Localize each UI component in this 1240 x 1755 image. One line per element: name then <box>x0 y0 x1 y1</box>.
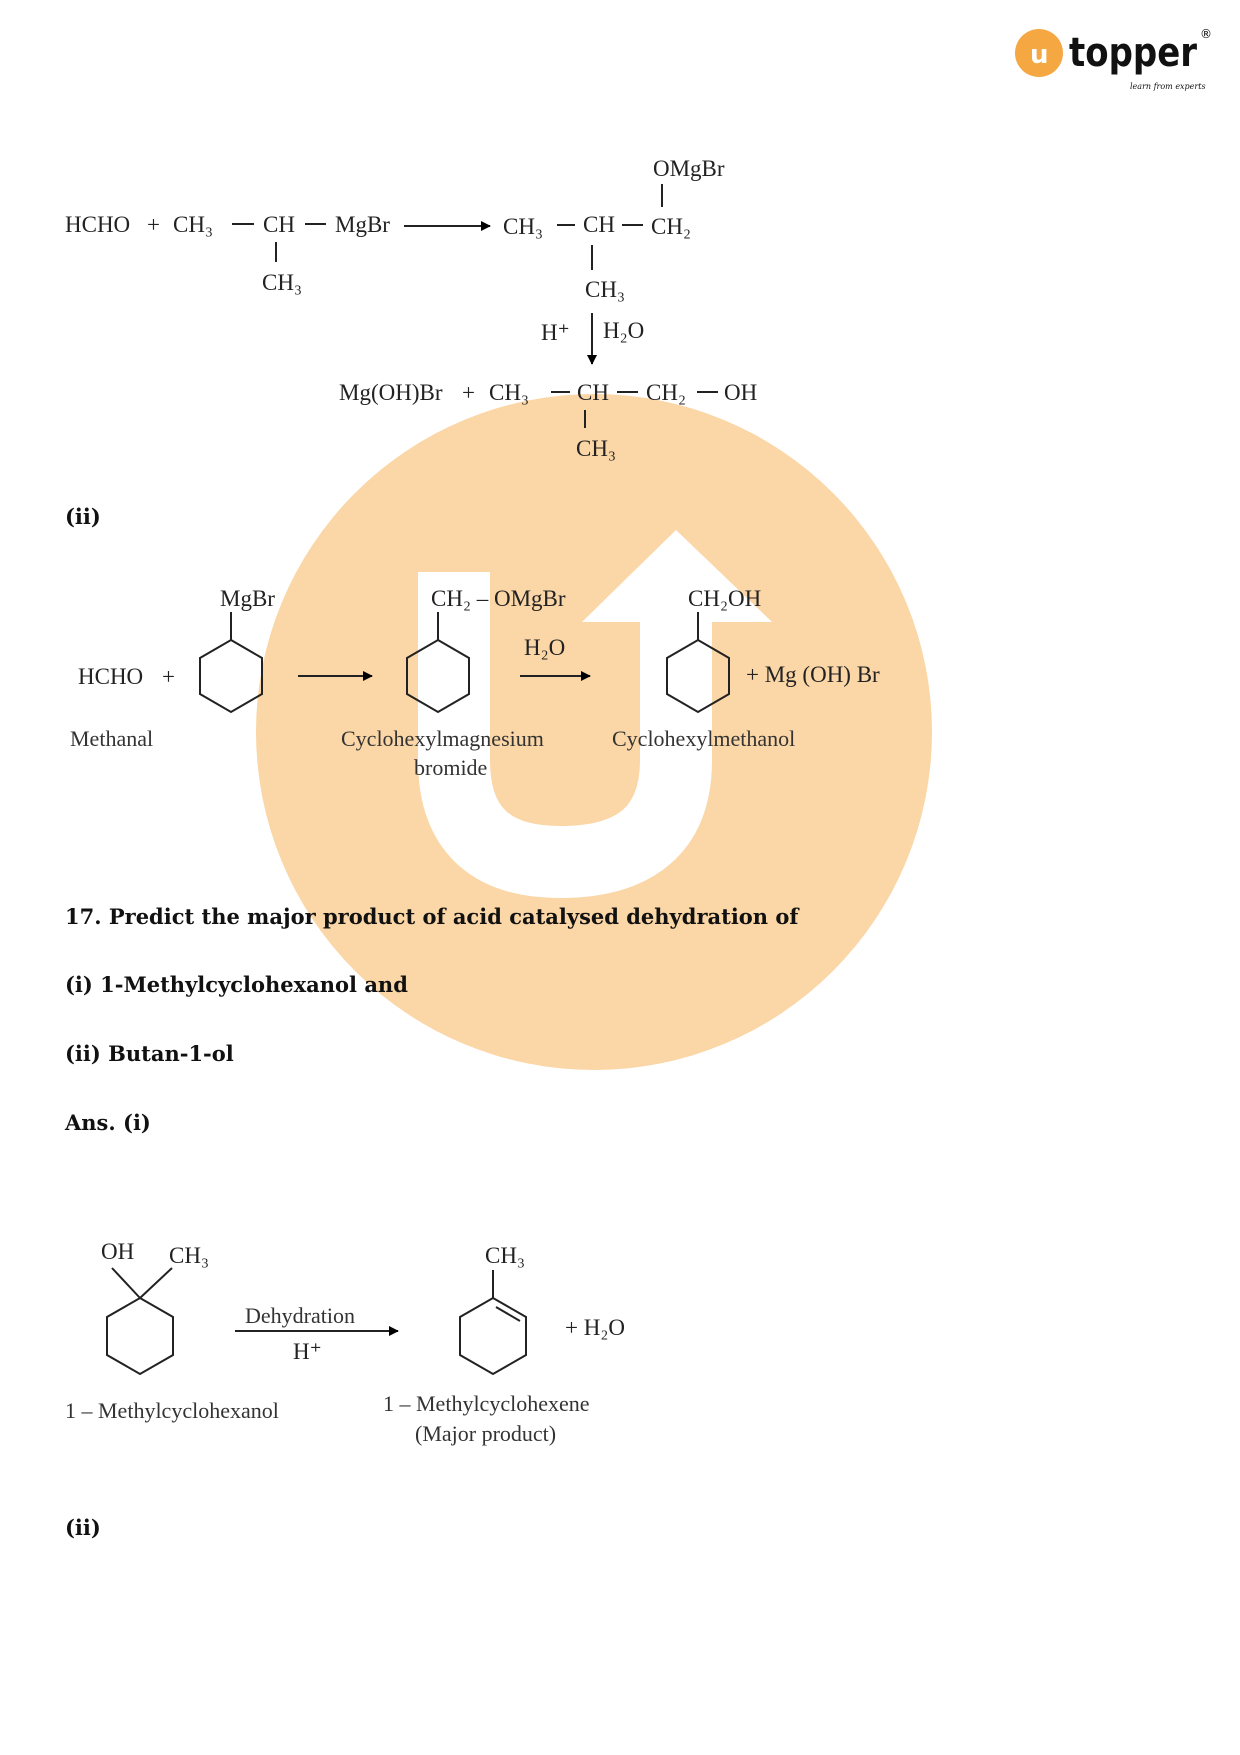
question-part-ii: (ii) Butan-1-ol <box>65 1041 234 1066</box>
label-major-product: (Major product) <box>415 1421 556 1446</box>
reaction-2: HCHO + MgBr CH₂ – OMgBr H₂O CH₂OH + Mg (… <box>70 586 880 780</box>
answer-label: Ans. (i) <box>64 1110 151 1135</box>
watermark <box>256 394 932 1070</box>
ch: CH <box>577 380 609 405</box>
watermark-circle-icon <box>256 394 932 1070</box>
plus: + <box>147 212 160 237</box>
oh: OH <box>724 380 757 405</box>
ch2: CH₂ <box>646 380 686 405</box>
omgbr: OMgBr <box>653 156 725 181</box>
ch2: CH₂ <box>651 214 691 239</box>
ch: CH <box>583 212 615 237</box>
watermark-arrow-icon <box>582 530 772 622</box>
byproduct: + H₂O <box>565 1315 625 1340</box>
mgbr: MgBr <box>220 586 275 611</box>
label-product: 1 – Methylcyclohexene <box>383 1391 590 1416</box>
logo-circle-icon <box>1015 29 1063 77</box>
mg-oh-br: Mg(OH)Br <box>339 380 443 405</box>
logo-letter: u <box>1030 40 1049 70</box>
ch3: CH₃ <box>503 214 543 239</box>
label-intermediate-line2: bromide <box>414 755 487 780</box>
condition-water: H₂O <box>603 318 644 343</box>
registered-mark: ® <box>1200 27 1212 41</box>
reaction-1: HCHO + CH₃ CH MgBr CH₃ CH₃ CH CH₂ OMgBr … <box>65 156 757 461</box>
hcho: HCHO <box>65 212 130 237</box>
section-label: (ii) <box>65 504 101 529</box>
ch2oh: CH₂OH <box>688 586 761 611</box>
cyclohexane-ring-icon <box>666 638 730 714</box>
condition-dehydration: Dehydration <box>245 1303 355 1328</box>
hcho: HCHO <box>78 664 143 689</box>
condition-water: H₂O <box>524 635 565 660</box>
cyclohexane-ring-icon <box>106 1296 174 1376</box>
reaction-3: OH CH₃ Dehydration H⁺ CH₃ + H₂O 1 – Meth… <box>65 1239 625 1446</box>
condition-h-plus: H⁺ <box>293 1339 322 1364</box>
cyclohexene-ring-icon <box>459 1296 527 1376</box>
cyclohexane-ring-icon <box>406 638 470 714</box>
ch3: CH₃ <box>489 380 529 405</box>
ch2-omgbr: CH₂ – OMgBr <box>431 586 566 611</box>
condition-h-plus: H⁺ <box>541 320 570 345</box>
label-methanal: Methanal <box>70 726 153 751</box>
ch3-branch: CH₃ <box>585 277 625 302</box>
question-title: 17. Predict the major product of acid ca… <box>65 904 800 929</box>
byproduct: + Mg (OH) Br <box>746 662 880 687</box>
question-part-i: (i) 1-Methylcyclohexanol and <box>65 972 408 997</box>
ch3-branch: CH₃ <box>262 270 302 295</box>
ch3: CH₃ <box>485 1243 525 1268</box>
plus: + <box>162 664 175 689</box>
plus: + <box>462 380 475 405</box>
ch: CH <box>263 212 295 237</box>
mgbr: MgBr <box>335 212 390 237</box>
label-reactant: 1 – Methylcyclohexanol <box>65 1398 279 1423</box>
oh: OH <box>101 1239 134 1264</box>
label-intermediate: Cyclohexylmagnesium <box>341 726 544 751</box>
ch3: CH₃ <box>169 1243 209 1268</box>
cyclohexane-ring-icon <box>199 638 263 714</box>
logo-tagline: learn from experts <box>1130 82 1206 91</box>
section-label: (ii) <box>65 1515 101 1540</box>
watermark-u-icon <box>418 572 712 899</box>
label-product: Cyclohexylmethanol <box>612 726 795 751</box>
topper-logo: u topper ® learn from experts <box>1015 27 1212 91</box>
ch3-branch: CH₃ <box>576 436 616 461</box>
logo-text: topper <box>1069 30 1197 76</box>
ch3: CH₃ <box>173 212 213 237</box>
